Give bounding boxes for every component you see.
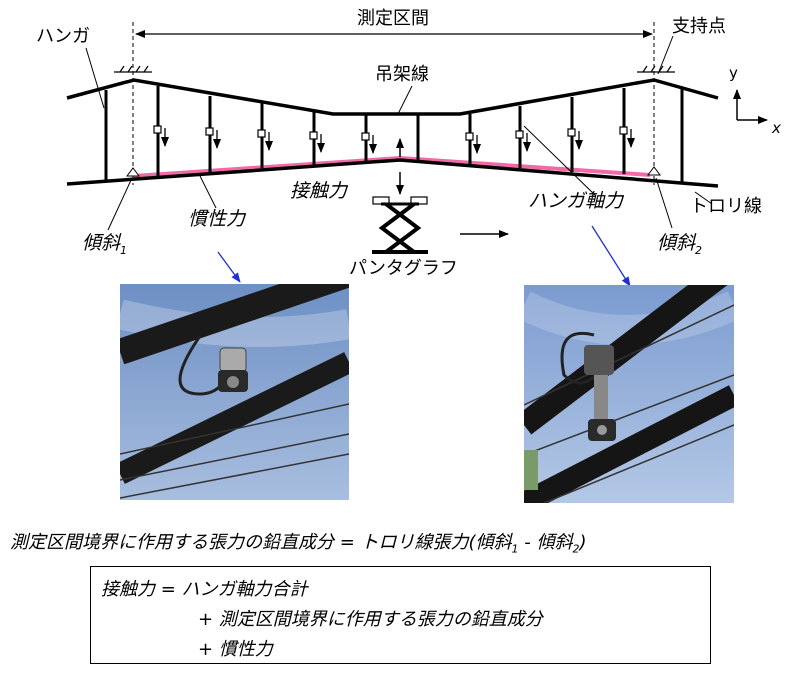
pantograph-icon <box>372 196 428 254</box>
slope1-label: 傾斜1 <box>82 232 128 257</box>
axis-x-label: x <box>772 119 781 137</box>
support-point-label: 支持点 <box>672 16 726 37</box>
pantograph-label: パンタグラフ <box>349 258 458 279</box>
box-line-2: + 測定区間境界に作用する張力の鉛直成分 <box>198 609 543 630</box>
contact-force-formula-box: 接触力 = ハンガ軸力合計 + 測定区間境界に作用する張力の鉛直成分 + 慣性力 <box>90 566 711 664</box>
boundary-tension-formula: 測定区間境界に作用する張力の鉛直成分 = トロリ線張力(傾斜1 - 傾斜2) <box>10 532 587 556</box>
blue-arrow-right <box>591 225 631 287</box>
leader-support <box>657 35 674 75</box>
support-symbol-left <box>114 65 152 73</box>
leader-hanger <box>85 47 105 109</box>
leader-trolley <box>694 191 713 205</box>
measure-section-label: 測定区間 <box>357 8 429 29</box>
trolley-wire-label: トロリ線 <box>690 196 762 217</box>
messenger-wire-label: 吊架線 <box>375 64 429 85</box>
trolley-wire <box>66 158 719 188</box>
blue-arrow-left <box>217 251 241 283</box>
leader-slope2 <box>655 177 673 229</box>
leader-hanger-axial <box>523 125 597 197</box>
pink-trolley-segment <box>133 155 651 178</box>
slope-triangle-left <box>126 167 140 177</box>
axis-y-label: y <box>729 64 738 82</box>
inertia-force-label: 慣性力 <box>188 208 246 230</box>
leader-inertia <box>199 175 217 209</box>
messenger-wire <box>66 78 719 116</box>
photo-inertia-sensor <box>120 284 349 500</box>
box-line-3: + 慣性力 <box>198 639 273 660</box>
slope2-label: 傾斜2 <box>657 232 703 257</box>
hanger-axial-force-label: ハンガ軸力 <box>528 190 624 212</box>
hanger-force-arrows <box>161 128 635 154</box>
hanger-force-sensors <box>153 125 628 141</box>
contact-force-label: 接触力 <box>290 180 348 202</box>
slope-triangle-right <box>647 166 661 176</box>
hangers <box>104 86 684 182</box>
leader-slope1 <box>107 177 133 231</box>
box-line-1: 接触力 = ハンガ軸力合計 <box>101 579 308 600</box>
leader-messenger <box>397 85 413 115</box>
hanger-label: ハンガ <box>36 26 90 47</box>
support-symbol-right <box>637 65 675 73</box>
photo-hanger-sensor <box>524 285 734 503</box>
